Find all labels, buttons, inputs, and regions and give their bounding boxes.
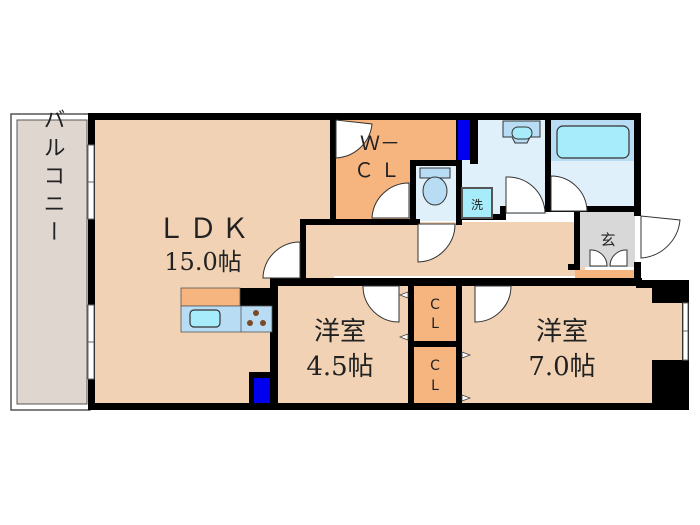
closet-1-label-l: L bbox=[431, 316, 439, 332]
sink-icon bbox=[189, 309, 221, 328]
wcl-label-2: ＣＬ bbox=[354, 158, 406, 182]
doors bbox=[262, 119, 681, 323]
wcl-label-1: Ｗ－ bbox=[360, 131, 400, 155]
fixtures bbox=[180, 120, 630, 402]
western-room-2-label: 洋室 bbox=[536, 317, 588, 347]
window-room-2 bbox=[682, 302, 689, 361]
washer-icon bbox=[461, 187, 493, 219]
stove-icon bbox=[247, 310, 266, 326]
western-room-1-label: 洋室 bbox=[314, 317, 366, 347]
washer-label: 洗 bbox=[471, 198, 483, 212]
balcony bbox=[10, 113, 91, 411]
western-room-2-size: 7.0帖 bbox=[528, 352, 595, 382]
toilet-bowl-icon bbox=[422, 176, 448, 206]
closet-1-label-c: C bbox=[430, 297, 440, 313]
bathtub-icon bbox=[556, 125, 630, 159]
balcony-label: バルコニー bbox=[40, 108, 65, 248]
western-room-1-size: 4.5帖 bbox=[306, 352, 373, 382]
entrance-step bbox=[575, 270, 635, 280]
entrance-label: 玄 bbox=[600, 231, 615, 249]
western-room-2-bay bbox=[652, 303, 682, 360]
closet-2-label-c: C bbox=[430, 358, 440, 374]
closet-2-label-l: L bbox=[431, 378, 439, 394]
ldk-size: 15.0帖 bbox=[164, 248, 241, 276]
closet-2 bbox=[413, 347, 457, 403]
closet-1 bbox=[413, 286, 457, 342]
kitchen-counter-top bbox=[180, 287, 241, 307]
ldk-label: ＬＤＫ bbox=[157, 212, 253, 245]
windows-ldk bbox=[87, 144, 95, 380]
